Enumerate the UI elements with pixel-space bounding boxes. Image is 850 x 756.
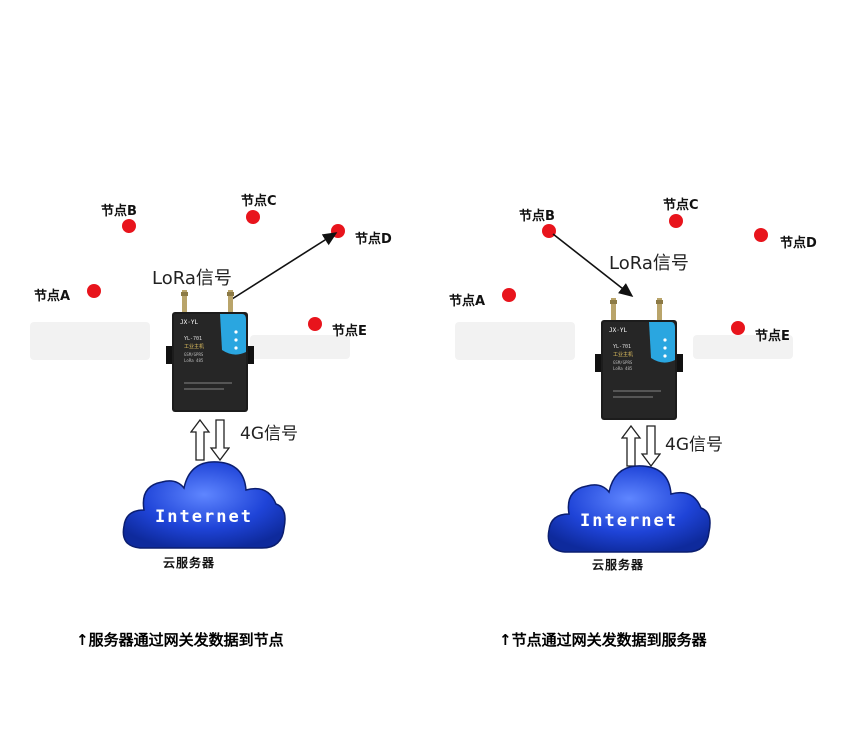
diagram-panel-server-to-node: 节点B 节点C 节点D 节点A 节点E LoRa信号 JX·YL YL-701 … — [30, 194, 392, 649]
caption-left: ↑服务器通过网关发数据到节点 — [76, 631, 284, 649]
4g-signal-label: 4G信号 — [240, 424, 298, 444]
node-d-label: 节点D — [355, 232, 392, 247]
diagram-panel-node-to-server: 节点B 节点C 节点D 节点A 节点E LoRa信号 JX·YL YL-701 … — [425, 0, 850, 756]
4g-bidirectional-arrows — [190, 418, 230, 462]
node-a-label: 节点A — [449, 294, 486, 309]
background-smudge — [30, 322, 150, 360]
internet-label: Internet — [155, 507, 253, 527]
node-b-label: 节点B — [519, 209, 555, 224]
node-a-label: 节点A — [34, 289, 71, 304]
gateway-subtitle: 工业主机 — [613, 351, 633, 358]
lora-gateway-device: JX·YL YL-701 工业主机 GSM/GPRS LoRa 485 — [166, 290, 254, 412]
caption-right: ↑节点通过网关发数据到服务器 — [499, 631, 707, 649]
gateway-model: YL-701 — [613, 344, 631, 350]
gateway-brand: JX·YL — [609, 327, 627, 334]
lora-gateway-device: JX·YL YL-701 工业主机 GSM/GPRS LoRa 485 — [595, 298, 683, 420]
node-b-dot — [122, 219, 136, 233]
gateway-spec1: GSM/GPRS — [613, 360, 633, 365]
gateway-subtitle: 工业主机 — [184, 343, 204, 350]
lora-signal-label: LoRa信号 — [609, 253, 689, 274]
internet-cloud: Internet — [122, 461, 286, 549]
lora-arrow-from-node-b — [552, 233, 634, 297]
cloud-server-label: 云服务器 — [592, 558, 645, 572]
lora-signal-label: LoRa信号 — [152, 268, 232, 289]
node-c-label: 节点C — [663, 198, 699, 213]
node-b-dot — [542, 224, 556, 238]
gateway-brand: JX·YL — [180, 319, 198, 326]
background-smudge — [455, 322, 575, 360]
node-a-dot — [87, 284, 101, 298]
node-d-dot — [754, 228, 768, 242]
background-smudge — [693, 335, 793, 359]
gateway-spec2: LoRa 485 — [613, 366, 633, 371]
node-b-label: 节点B — [101, 204, 137, 219]
node-e-label: 节点E — [755, 329, 790, 344]
gateway-spec1: GSM/GPRS — [184, 352, 204, 357]
background-smudge — [250, 335, 350, 359]
node-c-label: 节点C — [241, 194, 277, 209]
node-c-dot — [246, 210, 260, 224]
node-a-dot — [502, 288, 516, 302]
lora-arrow-to-node-d — [231, 232, 338, 300]
internet-cloud: Internet — [547, 465, 711, 553]
node-c-dot — [669, 214, 683, 228]
gateway-spec2: LoRa 485 — [184, 358, 204, 363]
cloud-server-label: 云服务器 — [163, 556, 216, 570]
node-e-dot — [731, 321, 745, 335]
gateway-model: YL-701 — [184, 336, 202, 342]
4g-signal-label: 4G信号 — [665, 435, 723, 455]
node-e-dot — [308, 317, 322, 331]
node-d-label: 节点D — [780, 236, 817, 251]
node-e-label: 节点E — [332, 324, 367, 339]
internet-label: Internet — [580, 511, 678, 531]
